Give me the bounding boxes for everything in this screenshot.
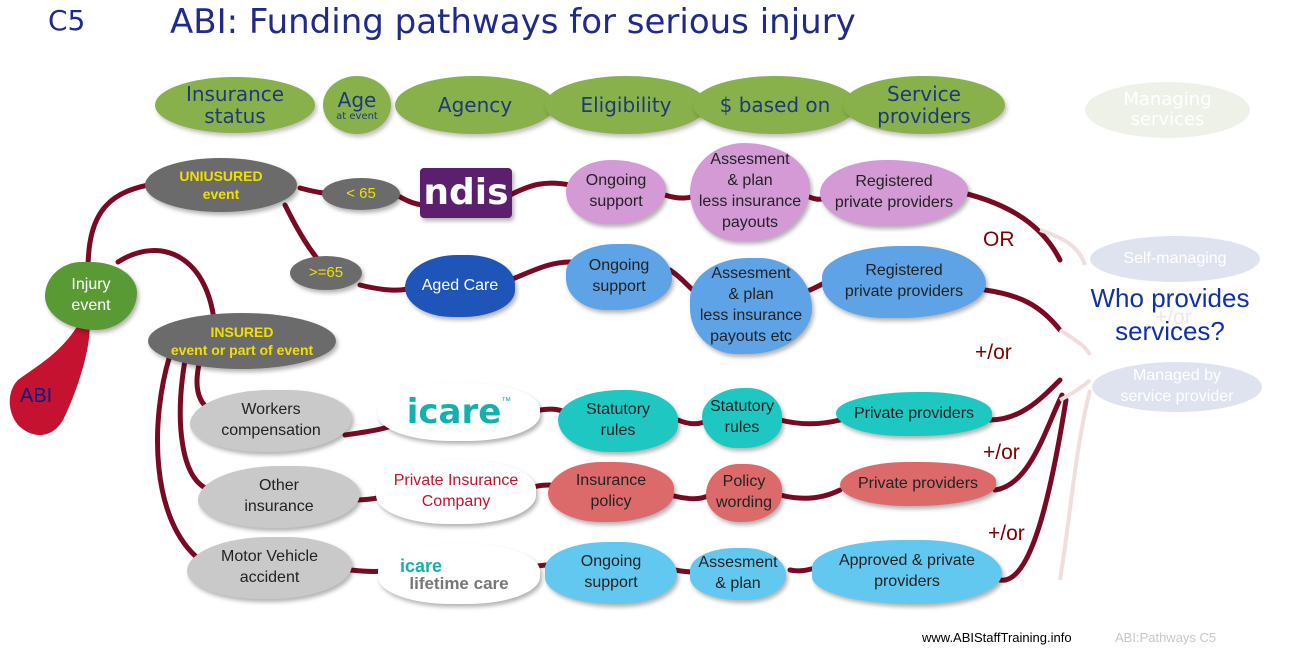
- path-workers-row: [342, 377, 1063, 438]
- footer-url: www.ABIStaffTraining.info: [922, 630, 1072, 645]
- and-or-label-1: +/or: [975, 341, 1012, 364]
- path-other-row: [352, 392, 1065, 503]
- other-providers: Private providers: [840, 462, 996, 506]
- self-managing-node: Self-managing: [1090, 236, 1260, 282]
- icare-logo-text: icare: [406, 391, 502, 432]
- ndis-eligibility: Ongoing support: [566, 160, 666, 224]
- ndis-logo: ndis: [420, 168, 512, 218]
- path-insured-to-other: [177, 357, 213, 493]
- motor-based-on: Assesment & plan: [690, 548, 786, 600]
- private-insurance-company-node: Private Insurance Company: [376, 460, 536, 524]
- slide-title: ABI: Funding pathways for serious injury: [170, 2, 856, 42]
- workers-eligibility: Statutory rules: [558, 390, 678, 452]
- path-injury-to-insured: [115, 248, 218, 333]
- workers-based-on: Statutory rules: [702, 388, 782, 448]
- path-insured-to-motor: [155, 352, 203, 563]
- path-ndis-row: [507, 180, 1063, 263]
- uninsured-event-node: UNIUSURED event: [145, 158, 297, 212]
- path-uninsured-to-over65: [282, 202, 323, 265]
- path-over65-to-aged: [357, 282, 413, 293]
- aged-providers: Registered private providers: [822, 246, 986, 318]
- path-faint-bracket-top: [1039, 228, 1087, 266]
- footer-reference: ABI:Pathways C5: [1115, 630, 1217, 645]
- or-label: OR: [983, 228, 1015, 251]
- icare-trademark: ™: [501, 396, 512, 407]
- other-insurance-node: Other insurance: [198, 466, 360, 528]
- ndis-based-on: Assesment & plan less insurance payouts: [690, 143, 810, 241]
- header-eligibility: Eligibility: [545, 76, 707, 134]
- abi-shape: ABI: [8, 310, 100, 438]
- path-faint-bracket-low: [1059, 378, 1092, 402]
- motor-eligibility: Ongoing support: [545, 542, 677, 604]
- managed-by-provider-node: Managed by service provider: [1092, 362, 1262, 412]
- workers-compensation-node: Workers compensation: [190, 390, 352, 452]
- header-based-on: $ based on: [693, 76, 857, 134]
- and-or-label-3: +/or: [988, 522, 1025, 545]
- age-65-or-over: >=65: [290, 256, 362, 290]
- other-eligibility: Insurance policy: [548, 462, 674, 522]
- path-faint-bracket-mid: [1058, 328, 1092, 356]
- ndis-providers: Registered private providers: [820, 160, 968, 226]
- aged-care-node: Aged Care: [405, 255, 515, 317]
- header-agency: Agency: [395, 76, 555, 134]
- injury-event-node: Injury event: [45, 262, 137, 330]
- path-injury-to-uninsured: [85, 180, 163, 273]
- icare-lifetime-logo: icare: [400, 555, 443, 576]
- who-provides-services-question: Who provides services?: [1090, 283, 1250, 346]
- age-under-65: < 65: [322, 178, 400, 210]
- abi-label: ABI: [20, 385, 53, 407]
- header-insurance-status: Insurance status: [155, 77, 315, 133]
- and-or-label-2: +/or: [983, 441, 1020, 464]
- aged-based-on: Assesment & plan less insurance payouts …: [690, 258, 812, 354]
- workers-providers: Private providers: [836, 392, 992, 436]
- other-based-on: Policy wording: [706, 464, 782, 522]
- motor-vehicle-accident-node: Motor Vehicle accident: [187, 537, 352, 599]
- header-age: Age at event: [323, 76, 391, 134]
- icare-lifetime-care-node: icare lifetime care: [378, 544, 540, 604]
- header-managing-services: Managing services: [1085, 82, 1250, 138]
- header-service-providers: Service providers: [843, 76, 1005, 134]
- faint-and-or-label: +/or: [1155, 306, 1192, 329]
- motor-providers: Approved & private providers: [812, 540, 1002, 604]
- abi-shape-graphic: [9, 310, 90, 436]
- icare-lifetime-label: lifetime care: [409, 573, 509, 593]
- insured-event-node: INSURED event or part of event: [148, 313, 336, 369]
- aged-eligibility: Ongoing support: [566, 244, 672, 310]
- path-faint-bracket-bottom: [1058, 389, 1092, 581]
- header-age-label: Age: [337, 87, 377, 112]
- header-age-sublabel: at event: [336, 110, 378, 122]
- path-aged-row: [507, 259, 1063, 333]
- path-motor-row: [347, 397, 1069, 583]
- slide-code: C5: [48, 4, 86, 37]
